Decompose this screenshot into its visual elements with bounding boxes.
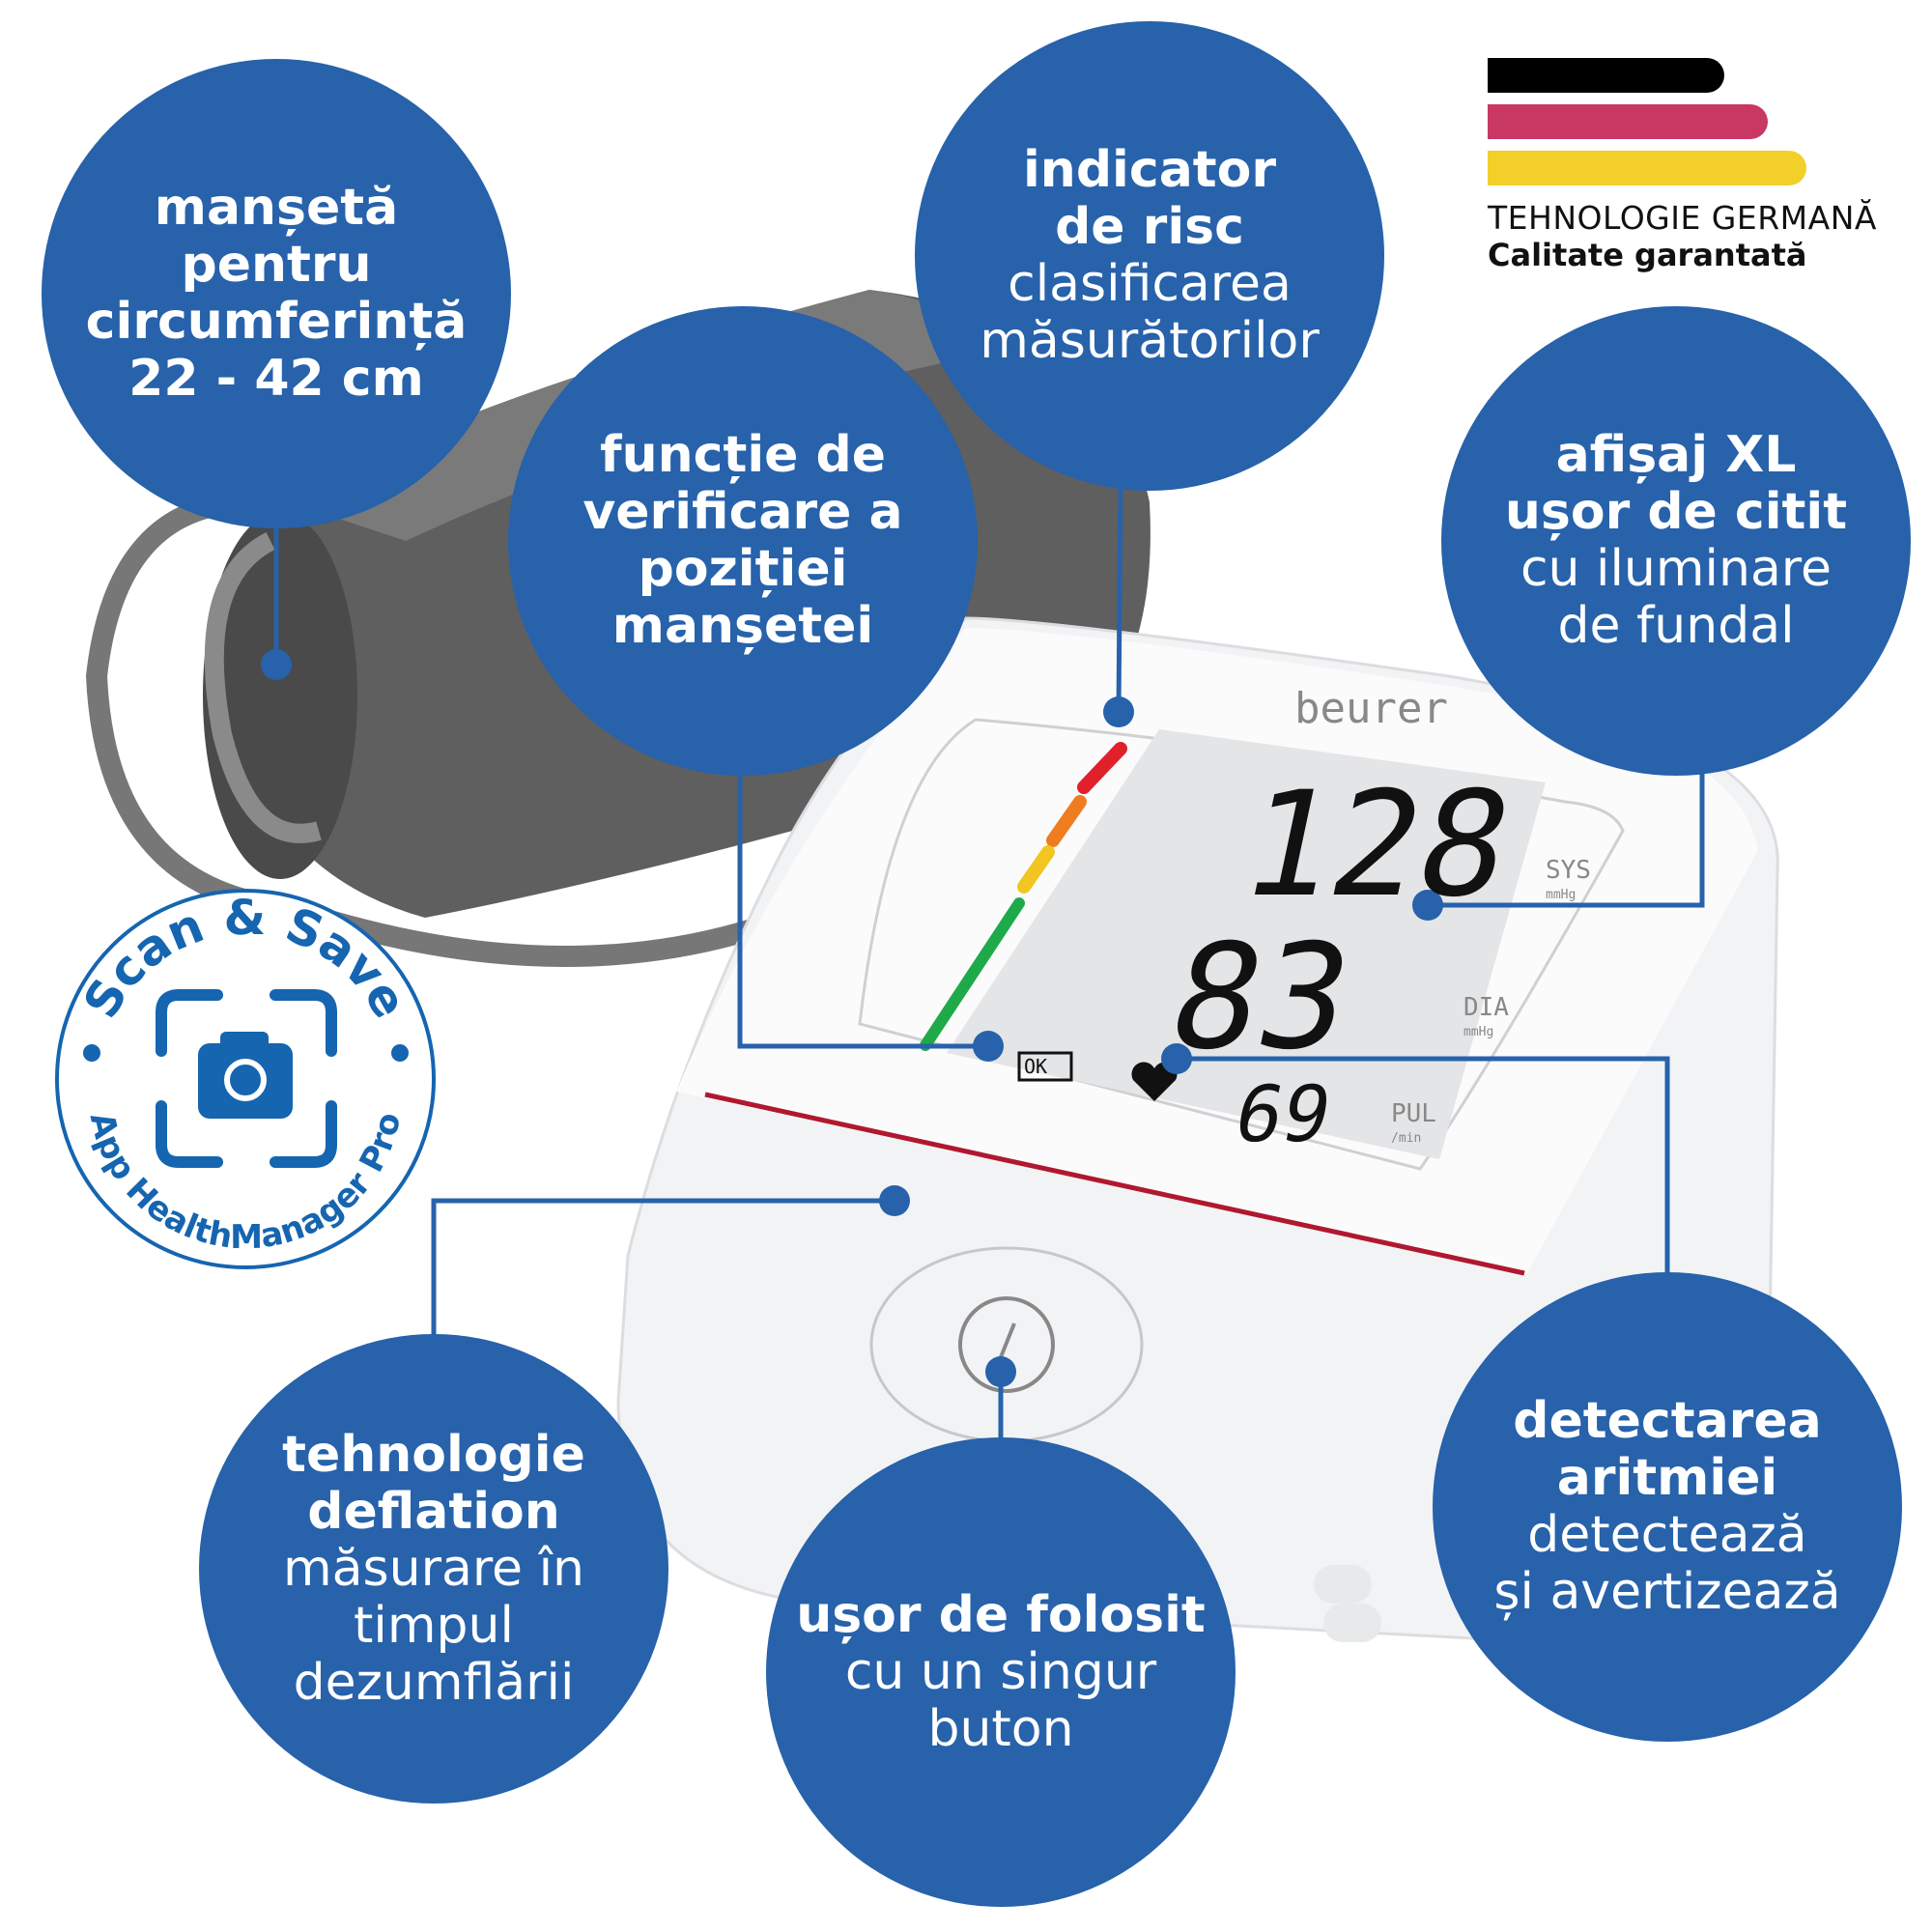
feature-description-line: cu iluminare <box>1520 540 1833 598</box>
feature-description-line: timpul <box>354 1596 514 1655</box>
feature-title-line: pentru <box>181 236 372 294</box>
feature-description-line: buton <box>927 1699 1074 1758</box>
feature-description-line: cu un singur <box>844 1642 1157 1701</box>
feature-description-line: măsurătorilor <box>980 312 1320 370</box>
feature-title-line: aritmiei <box>1556 1449 1778 1507</box>
feature-title-line: deflation <box>307 1482 560 1541</box>
flag-stripe-black <box>1488 58 1724 93</box>
feature-title-line: de risc <box>1055 198 1244 256</box>
scan-save-badge: Scan & Save App HealthManager Pro <box>55 889 436 1269</box>
feature-title-line: manșetă <box>154 179 399 237</box>
brand-logo: beurer <box>1294 684 1448 733</box>
feature-description-line: clasificarea <box>1008 255 1292 313</box>
german-technology-title: TEHNOLOGIE GERMANĂ <box>1488 199 1877 237</box>
feature-description-line: dezumflării <box>293 1653 575 1712</box>
scan-frame-icon <box>156 989 337 1168</box>
german-technology-subtitle: Calitate garantată <box>1488 237 1807 273</box>
feature-description-line: măsurare în <box>283 1539 584 1598</box>
flag-stripe-red <box>1488 104 1768 139</box>
diastolic-value: 83 <box>1155 914 1367 1082</box>
pul-unit: /min <box>1391 1131 1422 1146</box>
feature-title-line: detectarea <box>1513 1392 1822 1450</box>
feature-title-line: tehnologie <box>282 1425 585 1484</box>
feature-title-line: indicator <box>1022 141 1277 199</box>
connector-lines <box>273 482 1705 1439</box>
systolic-value: 128 <box>1228 761 1526 929</box>
feature-title-line: afișaj XL <box>1555 426 1797 484</box>
feature-title-line: circumferință <box>85 293 468 351</box>
feature-title-line: ușor de folosit <box>796 1585 1206 1644</box>
dia-label: DIA <box>1463 993 1509 1022</box>
feature-description-line: detectează <box>1527 1506 1807 1564</box>
feature-title-line: ușor de citit <box>1504 483 1848 541</box>
feature-title-line: manșetei <box>611 597 874 655</box>
pul-label: PUL <box>1391 1099 1436 1128</box>
feature-title-line: verificare a <box>582 483 903 541</box>
feature-description-line: de fundal <box>1557 597 1795 655</box>
pulse-value: 69 <box>1227 1069 1340 1159</box>
connector-dots <box>261 649 1443 1387</box>
camera-icon <box>198 1032 293 1119</box>
german-technology-badge: TEHNOLOGIE GERMANĂ Calitate garantată <box>1488 58 1877 273</box>
cuff-ok-indicator: OK <box>1024 1055 1048 1078</box>
feature-title-line: 22 - 42 cm <box>128 350 424 408</box>
sys-unit: mmHg <box>1546 888 1577 902</box>
flag-stripe-gold <box>1488 151 1806 185</box>
feature-description-line: și avertizează <box>1493 1563 1841 1621</box>
feature-title-line: funcție de <box>599 426 887 484</box>
sys-label: SYS <box>1546 856 1591 885</box>
feature-title-line: poziției <box>638 540 848 598</box>
dia-unit: mmHg <box>1463 1025 1494 1039</box>
